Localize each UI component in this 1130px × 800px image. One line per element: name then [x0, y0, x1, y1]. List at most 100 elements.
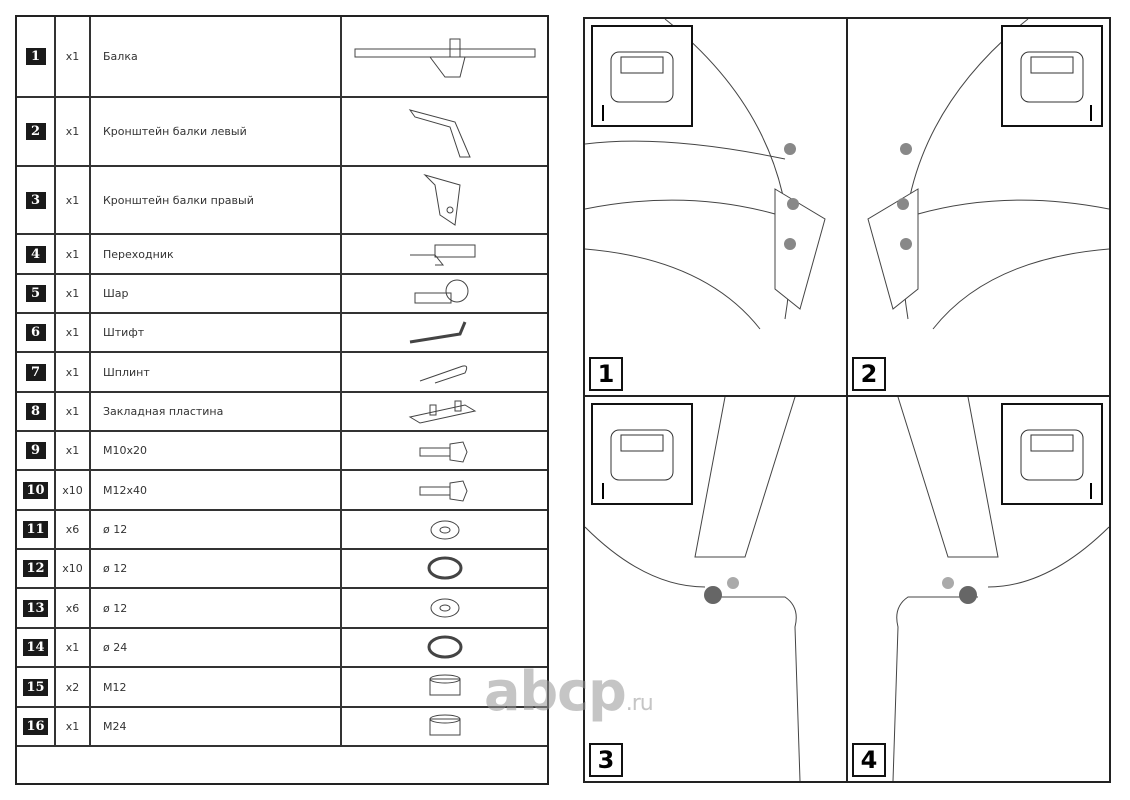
part-number-cell: 15: [17, 668, 56, 706]
part-name: Штифт: [91, 314, 342, 351]
table-row: 5 x1 Шар: [17, 275, 547, 314]
fender-drawing: [585, 19, 826, 330]
part-number-cell: 2: [17, 98, 56, 165]
beam-icon: [342, 17, 547, 96]
part-number-cell: 8: [17, 393, 56, 430]
table-row: 2 x1 Кронштейн балки левый: [17, 98, 547, 167]
part-number-cell: 5: [17, 275, 56, 312]
part-name: M12x40: [91, 471, 342, 509]
step-panel-4: 4: [848, 397, 1109, 781]
step-number: 2: [852, 357, 886, 391]
part-qty: x1: [56, 235, 91, 273]
part-number: 14: [23, 639, 48, 656]
part-name: Кронштейн балки левый: [91, 98, 342, 165]
part-qty: x1: [56, 275, 91, 312]
watermark: abcp.ru: [484, 660, 654, 723]
plate-icon: [342, 393, 547, 430]
part-number: 15: [23, 678, 48, 696]
table-row: 4 x1 Переходник: [17, 235, 547, 275]
bracket-right-icon: [342, 167, 547, 233]
part-name: ø 12: [91, 589, 342, 627]
step-number: 3: [589, 743, 623, 777]
part-name: M10x20: [91, 432, 342, 469]
table-row: 8 x1 Закладная пластина: [17, 393, 547, 432]
pin-icon: [342, 314, 547, 351]
part-number: 4: [25, 245, 46, 263]
part-qty: x1: [56, 432, 91, 469]
step-panel-3: 3: [585, 397, 848, 781]
table-row: 16 x1 M24: [17, 708, 547, 747]
part-qty: x2: [56, 668, 91, 706]
part-number: 9: [25, 442, 46, 459]
part-number-cell: 11: [17, 511, 56, 548]
part-name: Переходник: [91, 235, 342, 273]
watermark-main: abcp: [484, 660, 627, 723]
part-name: ø 12: [91, 550, 342, 587]
part-number-cell: 1: [17, 17, 56, 96]
part-number: 11: [23, 521, 48, 538]
part-number: 5: [25, 285, 46, 302]
step-number: 1: [589, 357, 623, 391]
part-name: Шар: [91, 275, 342, 312]
bolt-icon: [342, 432, 547, 469]
part-name: ø 12: [91, 511, 342, 548]
table-row: 12 x10 ø 12: [17, 550, 547, 589]
part-qty: x6: [56, 589, 91, 627]
part-qty: x6: [56, 511, 91, 548]
part-number-cell: 6: [17, 314, 56, 351]
part-number: 3: [25, 191, 46, 209]
spring-washer-icon: [342, 629, 547, 666]
table-row: 14 x1 ø 24: [17, 629, 547, 668]
car-rear-inset: [1001, 25, 1103, 127]
part-number-cell: 10: [17, 471, 56, 509]
part-number: 8: [25, 403, 46, 420]
spring-washer-icon: [342, 550, 547, 587]
car-rear-inset: [1001, 403, 1103, 505]
ball-icon: [342, 275, 547, 312]
part-number-cell: 13: [17, 589, 56, 627]
part-number: 2: [25, 123, 46, 140]
fender-drawing: [867, 19, 1109, 330]
part-number-cell: 16: [17, 708, 56, 745]
part-number: 13: [23, 599, 48, 617]
part-name: Балка: [91, 17, 342, 96]
part-number-cell: 4: [17, 235, 56, 273]
part-name: Кронштейн балки правый: [91, 167, 342, 233]
part-qty: x1: [56, 708, 91, 745]
washer-icon: [342, 511, 547, 548]
table-row: 1 x1 Балка: [17, 17, 547, 98]
part-number: 7: [25, 363, 46, 381]
table-row: 10 x10 M12x40: [17, 471, 547, 511]
washer-icon: [342, 589, 547, 627]
table-row: 11 x6 ø 12: [17, 511, 547, 550]
step-panel-1: 1: [585, 19, 848, 397]
part-number-cell: 9: [17, 432, 56, 469]
step-panel-2: 2: [848, 19, 1109, 397]
part-qty: x1: [56, 98, 91, 165]
car-rear-inset: [591, 25, 693, 127]
mudflap-drawing: [585, 397, 801, 781]
table-row: 3 x1 Кронштейн балки правый: [17, 167, 547, 235]
part-qty: x1: [56, 393, 91, 430]
part-name: Шплинт: [91, 353, 342, 391]
table-row: 15 x2 M12: [17, 668, 547, 708]
part-number-cell: 12: [17, 550, 56, 587]
table-row: 13 x6 ø 12: [17, 589, 547, 629]
part-qty: x1: [56, 353, 91, 391]
part-qty: x1: [56, 629, 91, 666]
part-name: Закладная пластина: [91, 393, 342, 430]
mudflap-drawing: [892, 397, 1109, 781]
bracket-left-icon: [342, 98, 547, 165]
part-number: 12: [23, 560, 48, 577]
part-number: 16: [23, 718, 48, 735]
nut-icon: [342, 668, 547, 706]
car-rear-inset: [591, 403, 693, 505]
part-number-cell: 3: [17, 167, 56, 233]
part-number: 6: [25, 324, 46, 341]
parts-table: 1 x1 Балка 2 x1 Кронштейн балки левый 3 …: [15, 15, 549, 785]
part-number-cell: 7: [17, 353, 56, 391]
nut-icon: [342, 708, 547, 745]
part-qty: x1: [56, 17, 91, 96]
cotter-pin-icon: [342, 353, 547, 391]
step-number: 4: [852, 743, 886, 777]
